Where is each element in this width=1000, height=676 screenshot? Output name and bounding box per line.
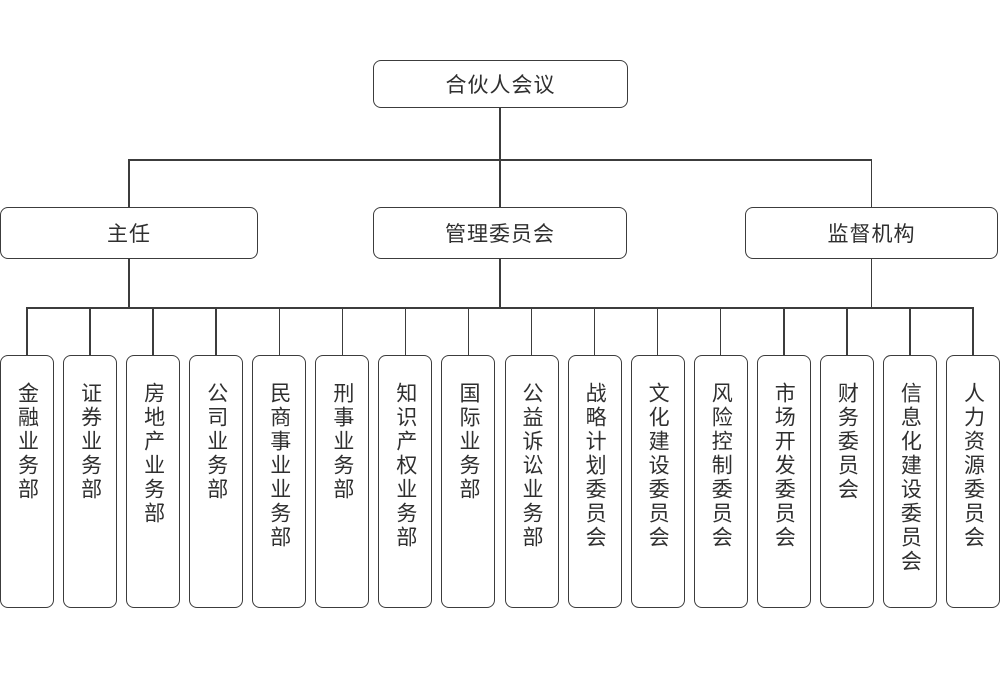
connector-line: [26, 307, 28, 355]
org-node-department: 市场开发委员会: [756, 355, 811, 608]
org-node-root: 合伙人会议: [373, 60, 628, 108]
org-node-department: 国际业务部: [441, 355, 496, 608]
org-node-department: 文化建设委员会: [630, 355, 685, 608]
connector-line: [783, 307, 785, 355]
connector-line: [846, 307, 848, 355]
connector-line: [972, 307, 974, 355]
org-node-department: 金融业务部: [0, 355, 54, 608]
connector-line: [467, 307, 470, 355]
org-node-department: 刑事业务部: [315, 355, 370, 608]
org-node-department: 信息化建设委员会: [882, 355, 937, 608]
org-node-label: 公司业务部: [204, 382, 228, 502]
org-node-label: 金融业务部: [15, 382, 39, 502]
org-node-label: 国际业务部: [456, 382, 480, 502]
org-node-department: 战略计划委员会: [567, 355, 622, 608]
connector-line: [499, 259, 501, 309]
connector-line: [499, 159, 501, 207]
org-node-level2: 监督机构: [745, 207, 998, 259]
org-node-level2: 管理委员会: [373, 207, 627, 259]
connector-line: [278, 307, 281, 355]
connector-line: [128, 259, 130, 309]
org-node-label: 信息化建设委员会: [898, 382, 922, 574]
org-node-label: 风险控制委员会: [709, 382, 733, 550]
org-node-label: 战略计划委员会: [583, 382, 607, 550]
org-node-department: 风险控制委员会: [693, 355, 748, 608]
connector-line: [341, 307, 344, 355]
org-node-label: 房地产业务部: [141, 382, 165, 526]
connector-line: [870, 259, 873, 309]
connector-line: [593, 307, 596, 355]
org-node-department: 民商事业业务部: [252, 355, 307, 608]
connector-line: [215, 307, 217, 355]
connector-line: [404, 307, 407, 355]
connector-line: [128, 159, 130, 207]
org-node-level2: 主任: [0, 207, 258, 259]
org-node-department: 公司业务部: [189, 355, 244, 608]
org-node-label: 人力资源委员会: [961, 382, 985, 550]
org-node-label: 财务委员会: [835, 382, 859, 502]
org-node-label: 市场开发委员会: [772, 382, 796, 550]
connector-line: [89, 307, 91, 355]
connector-line: [27, 307, 973, 309]
org-node-label: 公益诉讼业务部: [520, 382, 544, 550]
connector-line: [152, 307, 154, 355]
org-node-department: 房地产业务部: [126, 355, 181, 608]
org-node-department: 财务委员会: [819, 355, 874, 608]
connector-line: [656, 307, 659, 355]
org-node-label: 民商事业业务部: [267, 382, 291, 550]
org-node-label: 知识产权业务部: [393, 382, 417, 550]
connector-line: [499, 108, 501, 161]
connector-line: [909, 307, 911, 355]
connector-line: [530, 307, 533, 355]
org-node-department: 人力资源委员会: [946, 355, 1000, 608]
org-node-label: 刑事业务部: [330, 382, 354, 502]
org-node-label: 文化建设委员会: [646, 382, 670, 550]
org-node-department: 证券业务部: [63, 355, 118, 608]
connector-line: [870, 159, 873, 207]
org-node-department: 知识产权业务部: [378, 355, 433, 608]
org-node-department: 公益诉讼业务部: [504, 355, 559, 608]
org-node-label: 证券业务部: [78, 382, 102, 502]
connector-line: [719, 307, 722, 355]
